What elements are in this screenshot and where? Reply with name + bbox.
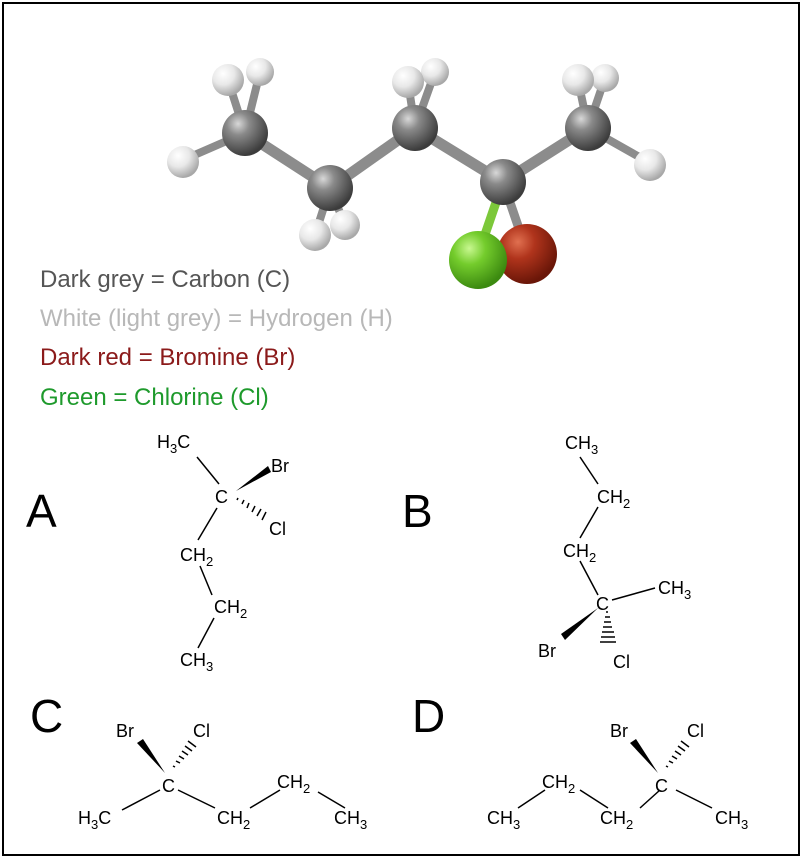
atom-label-c: C [215, 487, 228, 507]
option-a-letter: A [26, 485, 57, 537]
legend-carbon: Dark grey = Carbon (C) [40, 266, 291, 293]
atom-label: CH3 [487, 808, 520, 832]
atom-label-cl: Cl [193, 721, 210, 741]
option-b-letter: B [402, 485, 433, 537]
chlorine-atom [449, 231, 507, 289]
atom-label: CH3 [715, 808, 748, 832]
atom-label: CH2 [563, 541, 596, 565]
atom-label: CH2 [542, 772, 575, 796]
atom-label-br: Br [538, 641, 556, 661]
atom-label: CH3 [180, 650, 213, 674]
atom-label-cl: Cl [269, 519, 286, 539]
atom-label: CH3 [565, 433, 598, 457]
atom-label: H3C [157, 432, 190, 456]
atom-label-c: C [162, 776, 175, 796]
atom-label: CH2 [180, 545, 213, 569]
hydrogen-atoms-back [246, 58, 619, 240]
atom-label-cl: Cl [613, 652, 630, 672]
atom-label: CH3 [658, 578, 691, 602]
atom-label-cl: Cl [687, 721, 704, 741]
atom-label: CH2 [597, 487, 630, 511]
structure-a: H3C Br C Cl CH2 CH2 CH3 [157, 432, 289, 674]
legend-chlorine: Green = Chlorine (Cl) [40, 384, 269, 411]
atom-label: H3C [78, 808, 111, 832]
legend-hydrogen: White (light grey) = Hydrogen (H) [40, 305, 393, 332]
hydrogen-atoms-front [167, 64, 666, 251]
atom-label-br: Br [271, 456, 289, 476]
legend-bromine: Dark red = Bromine (Br) [40, 344, 296, 371]
atom-label-c: C [596, 594, 609, 614]
carbon-atoms [222, 105, 611, 211]
atom-label-br: Br [610, 721, 628, 741]
atom-label: CH2 [277, 772, 310, 796]
molecule-3d-model [167, 58, 666, 289]
atom-label-br: Br [116, 721, 134, 741]
structure-c: Br Cl C H3C CH2 CH2 CH3 [78, 721, 367, 832]
model-bonds [179, 68, 654, 260]
bromine-atom [497, 224, 557, 284]
atom-label: CH2 [600, 808, 633, 832]
atom-label-c: C [655, 776, 668, 796]
atom-label: CH2 [214, 597, 247, 621]
atom-label: CH2 [217, 808, 250, 832]
option-d-letter: D [412, 690, 445, 742]
atom-label: CH3 [334, 808, 367, 832]
structure-d: Br Cl C CH3 CH2 CH2 CH3 [487, 721, 748, 832]
structure-b: CH3 CH2 CH2 C CH3 Br Cl [538, 433, 691, 672]
option-c-letter: C [30, 690, 63, 742]
